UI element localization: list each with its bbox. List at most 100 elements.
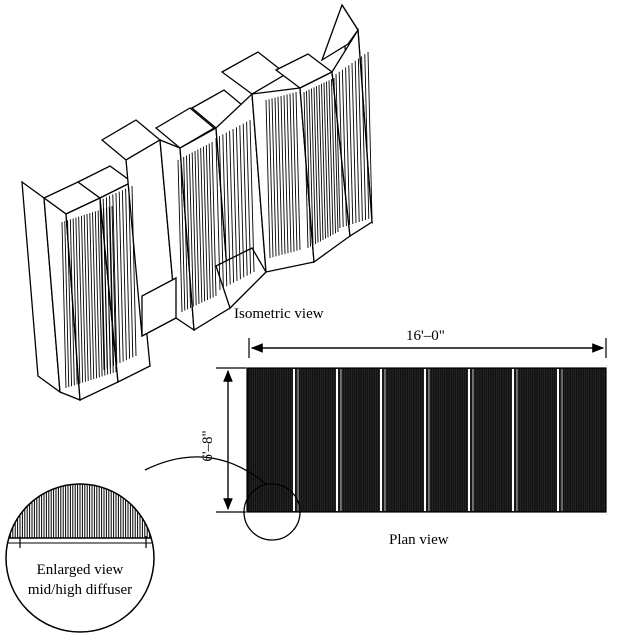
hatch-line — [225, 132, 231, 285]
height-dimension — [216, 367, 246, 513]
detail-callout-circle — [243, 483, 301, 541]
hatch-line — [64, 221, 70, 388]
hatch-line — [67, 220, 73, 387]
hatch-line — [326, 81, 331, 237]
hatch-line — [222, 134, 228, 287]
hatch-line — [249, 119, 255, 273]
hatch-line — [115, 192, 121, 364]
hatch-line — [345, 67, 351, 226]
enlarged-view — [5, 483, 155, 633]
hatch-line — [351, 62, 357, 224]
hatch-line — [89, 213, 95, 380]
enlarged-view-frame — [5, 483, 155, 633]
hatch-line — [99, 199, 105, 371]
hatch-line — [109, 195, 115, 366]
hatch-line — [203, 146, 208, 301]
plan-view — [246, 367, 607, 513]
hatch-line — [333, 77, 339, 233]
hatch-line — [341, 69, 347, 227]
hatch-line — [280, 95, 286, 255]
hatch-line — [78, 216, 84, 383]
hatch-line — [328, 80, 334, 235]
hatch-line — [242, 123, 248, 276]
detail-leader-line — [144, 456, 267, 485]
iso-cap-4 — [154, 107, 216, 149]
hatch-line — [177, 159, 183, 313]
hatch-line — [338, 71, 344, 228]
hatch-line — [306, 90, 311, 247]
hatch-line — [108, 206, 114, 373]
hatch-line — [200, 147, 206, 302]
hatch-line — [274, 97, 280, 256]
hatch-line — [75, 217, 81, 384]
hatch-line — [229, 130, 235, 283]
hatch-line — [235, 127, 241, 280]
hatch-line — [97, 210, 103, 377]
hatch-line — [94, 211, 100, 378]
hatch-line — [348, 65, 354, 225]
hatch-line — [286, 94, 292, 253]
enlarged-fluting — [7, 484, 153, 538]
hatch-line — [239, 125, 245, 278]
hatch-line — [112, 194, 118, 365]
hatch-line — [215, 137, 221, 291]
iso-front-block-10 — [331, 27, 373, 238]
hatch-line — [191, 152, 197, 306]
hatch-line — [335, 73, 341, 229]
hatch-line — [205, 144, 211, 299]
hatch-line — [313, 87, 319, 243]
hatch-line — [180, 158, 186, 311]
hatch-line — [367, 51, 373, 219]
hatch-line — [211, 141, 217, 297]
hatch-line — [308, 89, 314, 246]
hatch-line — [271, 98, 277, 257]
hatch-line — [323, 82, 329, 238]
width-dimension-label: 16'–0" — [406, 328, 445, 344]
isometric-view-label: Isometric view — [234, 306, 324, 322]
hatch-line — [128, 187, 134, 358]
width-dimension — [248, 338, 607, 358]
hatch-line — [283, 95, 289, 254]
hatch-line — [331, 79, 336, 234]
plan-view-label: Plan view — [389, 532, 449, 548]
hatch-line — [131, 185, 137, 357]
hatch-line — [318, 84, 324, 241]
hatch-line — [364, 54, 370, 220]
enlarged-view-label-line2: mid/high diffuser — [28, 582, 132, 598]
hatch-line — [354, 60, 360, 223]
plan-view-panel — [246, 367, 607, 513]
hatch-line — [100, 209, 106, 376]
hatch-line — [295, 91, 301, 251]
hatch-line — [92, 212, 98, 379]
hatch-line — [69, 219, 75, 386]
hatch-line — [183, 156, 189, 310]
hatch-line — [83, 214, 89, 381]
hatch-line — [186, 155, 191, 309]
hatch-line — [246, 121, 252, 274]
hatch-line — [188, 153, 194, 307]
plan-view-slats — [249, 369, 605, 511]
hatch-line — [208, 143, 214, 298]
iso-fluting — [61, 51, 373, 389]
hatch-line — [197, 149, 203, 303]
hatch-line — [125, 188, 131, 359]
hatch-line — [277, 96, 283, 255]
hatch-line — [361, 56, 367, 221]
hatch-line — [321, 83, 326, 239]
hatch-line — [218, 136, 224, 289]
hatch-line — [292, 92, 298, 251]
hatch-line — [111, 205, 117, 373]
hatch-line — [86, 213, 92, 381]
hatch-line — [121, 190, 127, 361]
iso-cap-6 — [220, 51, 288, 95]
hatch-line — [357, 58, 363, 222]
hatch-line — [194, 150, 200, 305]
hatch-line — [72, 218, 78, 385]
hatch-line — [303, 91, 309, 249]
hatch-line — [265, 99, 271, 259]
iso-recess-floor-1 — [141, 276, 177, 338]
hatch-line — [80, 215, 86, 382]
hatch-line — [289, 93, 295, 252]
hatch-line — [105, 197, 111, 368]
